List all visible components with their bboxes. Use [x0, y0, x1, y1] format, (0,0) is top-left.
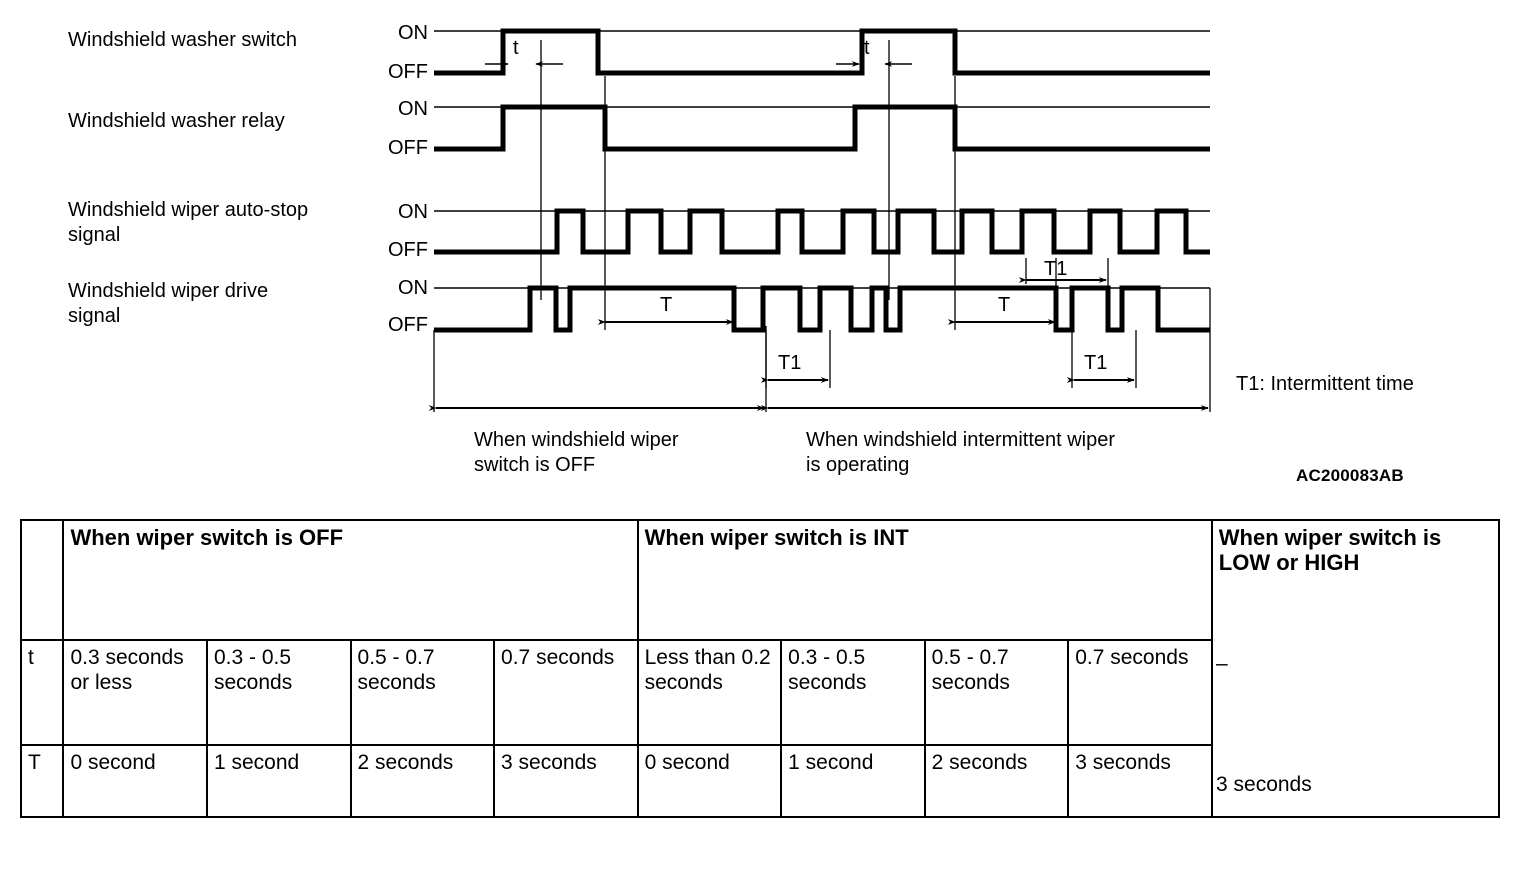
axis-label-on-1: ON	[398, 22, 428, 44]
axis-label-off-1: OFF	[388, 61, 428, 83]
axis-label-on-3: ON	[398, 201, 428, 223]
axis-label-off-2: OFF	[388, 137, 428, 159]
signal-label-washer-switch: Windshield washer switch	[68, 29, 297, 51]
cell-T-off-3: 3 seconds	[493, 744, 639, 818]
header-switch-low-high: When wiper switch is LOW or HIGH	[1210, 519, 1501, 818]
axis-label-off-4: OFF	[388, 314, 428, 336]
cell-T-lowhigh: 3 seconds	[1216, 773, 1312, 796]
cell-T-off-0: 0 second	[62, 744, 208, 818]
cell-t-lowhigh: –	[1216, 652, 1228, 675]
cell-T-int-1: 1 second	[780, 744, 926, 818]
marker-T1-upper	[1018, 258, 1107, 284]
waveform-wiper-autostop	[434, 208, 1210, 255]
table-row-t: t 0.3 seconds or less 0.3 - 0.5 seconds …	[19, 639, 1499, 746]
phase-caption-intermittent: When windshield intermittent wiper is op…	[806, 429, 1116, 476]
marker-label-T-2: T	[998, 294, 1011, 316]
signal-label-wiper-autostop: Windshield wiper auto-stop signal	[68, 199, 309, 246]
cell-T-int-2: 2 seconds	[923, 744, 1070, 818]
row-key-T: T	[19, 744, 65, 818]
cell-t-int-2: 0.5 - 0.7 seconds	[923, 639, 1070, 746]
waveform-wiper-drive	[434, 285, 1210, 333]
signal-label-washer-relay: Windshield washer relay	[68, 110, 285, 132]
cell-T-int-3: 3 seconds	[1067, 744, 1213, 818]
cell-t-off-3: 0.7 seconds	[493, 639, 639, 746]
waveform-washer-switch	[434, 28, 1210, 76]
phase-caption-off: When windshield wiper switch is OFF	[474, 429, 679, 476]
cell-T-off-1: 1 second	[205, 744, 352, 818]
cell-t-int-1: 0.3 - 0.5 seconds	[780, 639, 926, 746]
cell-t-off-0: 0.3 seconds or less	[62, 639, 208, 746]
marker-label-t-1: t	[513, 37, 519, 59]
cell-t-off-2: 0.5 - 0.7 seconds	[349, 639, 496, 746]
axis-label-on-2: ON	[398, 98, 428, 120]
cell-T-int-0: 0 second	[636, 744, 783, 818]
axis-label-on-4: ON	[398, 277, 428, 299]
header-switch-int: When wiper switch is INT	[636, 519, 1213, 641]
marker-label-T-1: T	[660, 294, 673, 316]
marker-label-T1-bottom-1: T1	[778, 352, 802, 374]
cell-t-int-3: 0.7 seconds	[1067, 639, 1213, 746]
cell-T-off-2: 2 seconds	[349, 744, 496, 818]
header-switch-off: When wiper switch is OFF	[62, 519, 639, 641]
figure-code: AC200083AB	[1296, 466, 1404, 485]
signal-label-wiper-drive: Windshield wiper drive signal	[68, 280, 269, 327]
marker-label-T1-bottom-2: T1	[1084, 352, 1108, 374]
legend-intermittent-time: T1: Intermittent time	[1236, 373, 1414, 395]
cell-t-off-1: 0.3 - 0.5 seconds	[205, 639, 352, 746]
cell-t-int-0: Less than 0.2 seconds	[636, 639, 783, 746]
table-row-T: T 0 second 1 second 2 seconds 3 seconds …	[19, 744, 1499, 818]
table-header-row: When wiper switch is OFF When wiper swit…	[19, 519, 1501, 818]
on-rails	[434, 30, 1210, 289]
marker-label-T1-upper: T1	[1044, 258, 1068, 280]
waveform-washer-relay	[434, 104, 1210, 152]
axis-label-off-3: OFF	[388, 239, 428, 261]
marker-label-t-2: t	[864, 37, 870, 59]
spec-table: When wiper switch is OFF When wiper swit…	[19, 519, 1501, 818]
row-key-t: t	[19, 639, 65, 746]
header-key	[19, 519, 65, 641]
timing-waveform	[428, 28, 1211, 412]
